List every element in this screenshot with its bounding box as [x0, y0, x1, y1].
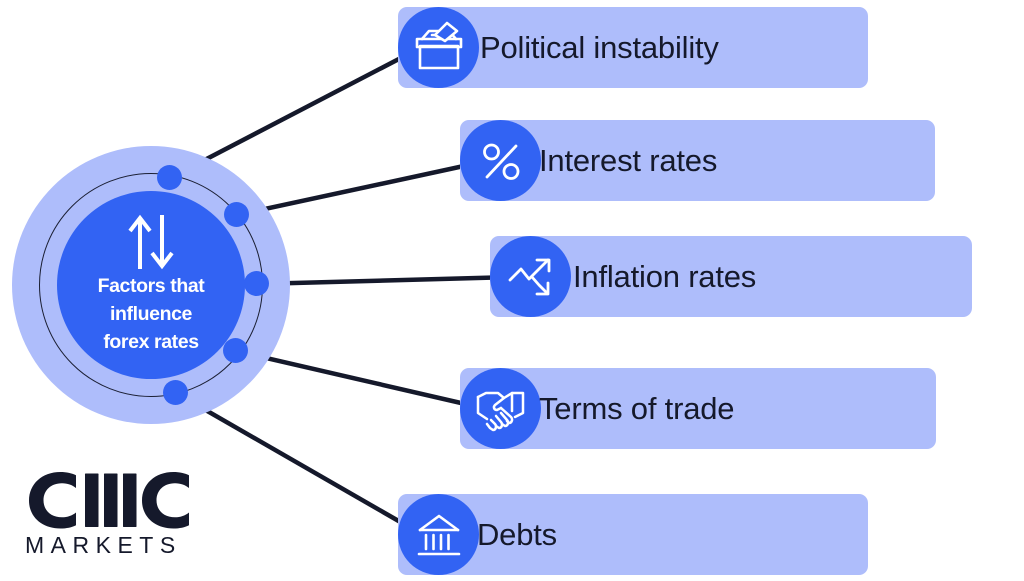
hub-title-line-1: Factors that	[97, 275, 205, 298]
bank-building-icon	[398, 494, 479, 575]
hub-title-line-2: influence	[110, 303, 192, 326]
connector-line-inflation-rates	[256, 274, 516, 287]
factor-label: Inflation rates	[573, 258, 757, 294]
node-inflation-rates	[244, 271, 269, 296]
cmc-markets-logo: MARKETS	[24, 470, 192, 562]
hub-core: Factors that influence forex rates	[57, 191, 245, 379]
node-interest-rates	[224, 202, 249, 227]
factor-label: Interest rates	[539, 142, 718, 178]
connector-line-debts	[174, 391, 425, 537]
node-political-instability	[157, 165, 182, 190]
node-debts	[163, 380, 188, 405]
connector-line-terms-of-trade	[235, 348, 488, 412]
factor-label: Terms of trade	[539, 390, 735, 426]
factor-label: Political instability	[480, 29, 719, 65]
node-terms-of-trade	[223, 338, 248, 363]
up-down-arrows-icon	[128, 215, 174, 270]
percent-icon	[460, 120, 541, 201]
ballot-box-icon	[398, 7, 479, 88]
hub-title: Factors that influence forex rates	[71, 273, 231, 356]
volatility-chart-icon	[490, 236, 571, 317]
handshake-icon	[460, 368, 541, 449]
cmc-tagline: MARKETS	[25, 532, 182, 558]
connector-line-interest-rates	[236, 158, 488, 218]
hub-title-line-3: forex rates	[103, 330, 199, 353]
factor-label: Debts	[477, 516, 557, 552]
cmc-wordmark-icon	[29, 472, 189, 529]
